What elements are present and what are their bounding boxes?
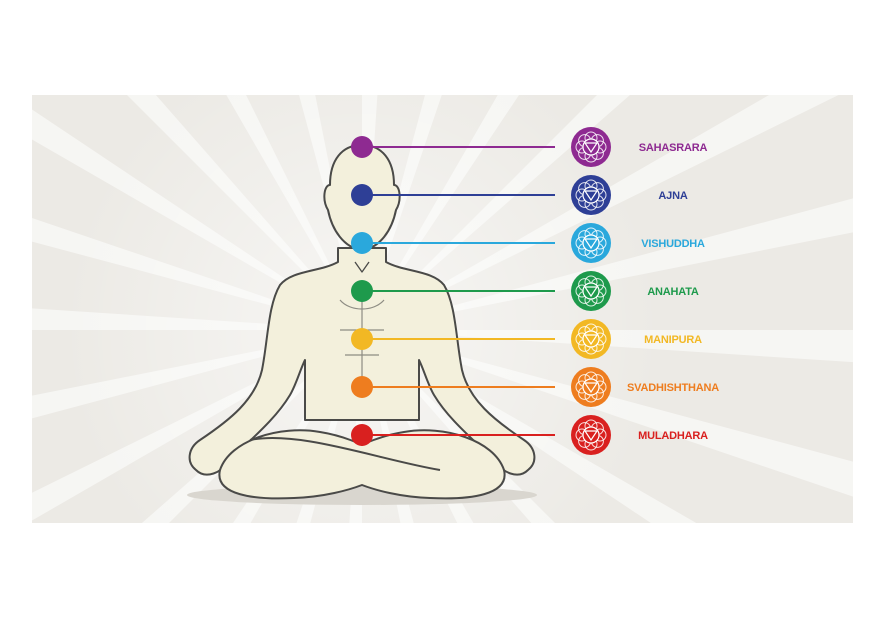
chakra-row-muladhara: MULADHARA	[351, 415, 708, 455]
chakra-label: AJNA	[658, 190, 687, 202]
chakra-label: VISHUDDHA	[641, 238, 705, 250]
sixteen-petal-triangle-icon	[571, 223, 611, 263]
ten-petal-triangle-icon	[571, 319, 611, 359]
chakra-label: ANAHATA	[647, 286, 699, 298]
chakra-label: MULADHARA	[638, 430, 708, 442]
chakra-row-svadhishthana: SVADHISHTHANA	[351, 367, 719, 407]
chakra-label: MANIPURA	[644, 334, 702, 346]
chakra-label: SVADHISHTHANA	[627, 382, 719, 394]
chakra-row-sahasrara: SAHASRARA	[351, 127, 708, 167]
meditating-figure	[187, 144, 537, 505]
crescent-lotus-icon	[571, 367, 611, 407]
chakra-point	[351, 328, 373, 350]
chakra-point	[351, 280, 373, 302]
hexagram-lotus-icon	[571, 271, 611, 311]
two-petal-triangle-icon	[571, 175, 611, 215]
chakra-point	[351, 136, 373, 158]
chakra-point	[351, 184, 373, 206]
square-lotus-icon	[571, 415, 611, 455]
chakra-point	[351, 376, 373, 398]
chakra-row-anahata: ANAHATA	[351, 271, 699, 311]
chakra-point	[351, 424, 373, 446]
chakra-point	[351, 232, 373, 254]
chakra-row-vishuddha: VISHUDDHA	[351, 223, 705, 263]
chakra-row-ajna: AJNA	[351, 175, 688, 215]
chakra-row-manipura: MANIPURA	[351, 319, 702, 359]
lotus-thousand-petal-icon	[571, 127, 611, 167]
chakra-label: SAHASRARA	[639, 142, 708, 154]
